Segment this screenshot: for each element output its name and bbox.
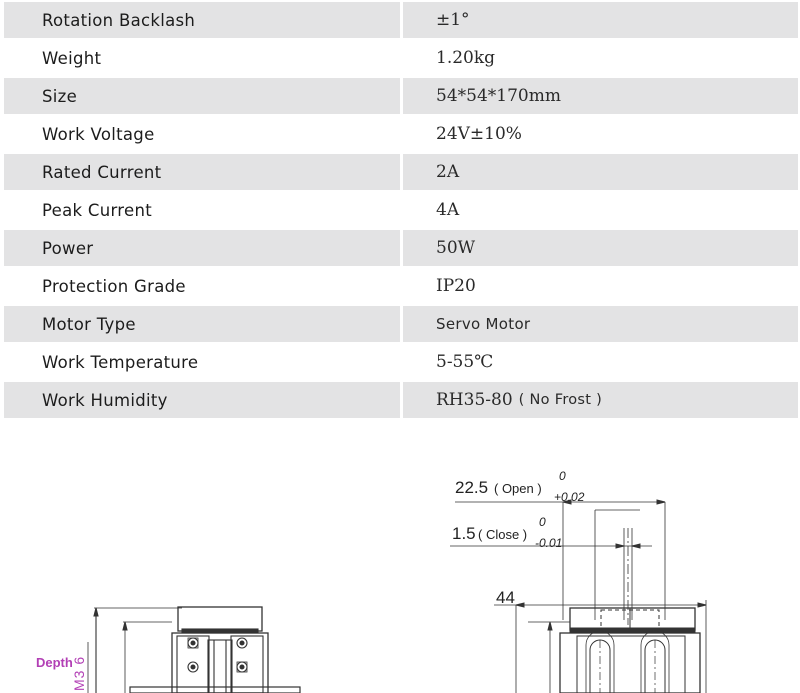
spec-value-text: 50W xyxy=(436,238,476,258)
spec-row: Motor Type Servo Motor xyxy=(4,306,798,342)
spec-value-text: 2A xyxy=(436,162,460,182)
spec-value: IP20 xyxy=(403,268,798,304)
spec-label: Protection Grade xyxy=(42,276,186,296)
spec-row: Work Humidity RH35-80 ( No Frost ) xyxy=(4,382,798,418)
cell-divider xyxy=(400,154,403,190)
spec-row: Rotation Backlash ±1° xyxy=(4,2,798,38)
spec-value: 5-55℃ xyxy=(403,344,798,380)
spec-row: Protection Grade IP20 xyxy=(4,268,798,304)
spec-value-text: 5-55℃ xyxy=(436,352,494,372)
right-view xyxy=(450,499,707,693)
spec-label: Work Temperature xyxy=(42,352,199,372)
spec-row: Weight 1.20kg xyxy=(4,40,798,76)
spec-value: 1.20kg xyxy=(403,40,798,76)
open-dim-tol-upper: 0 xyxy=(559,469,566,483)
spec-value-text: RH35-80 xyxy=(436,390,513,410)
depth-label: Depth xyxy=(36,655,73,670)
spec-label: Peak Current xyxy=(42,200,152,220)
spec-value: Servo Motor xyxy=(403,306,798,342)
spec-value-text: IP20 xyxy=(436,276,476,296)
thread-label: M3 6 xyxy=(71,656,87,691)
cell-divider xyxy=(400,192,403,228)
cell-divider xyxy=(400,306,403,342)
cell-divider xyxy=(400,2,403,38)
technical-drawing: Depth M3 6 xyxy=(36,469,707,693)
spec-value: 4A xyxy=(403,192,798,228)
open-dim-value: 22.5 xyxy=(455,478,488,497)
spec-value: RH35-80 ( No Frost ) xyxy=(403,382,798,418)
spec-value-text: 54*54*170mm xyxy=(436,86,561,106)
cell-divider xyxy=(400,344,403,380)
open-dim-note: ( Open ) xyxy=(494,481,542,496)
spec-label: Work Humidity xyxy=(42,390,168,410)
cell-divider xyxy=(400,268,403,304)
spec-label: Size xyxy=(42,86,78,106)
spec-value: ±1° xyxy=(403,2,798,38)
spec-label: Power xyxy=(42,238,94,258)
spec-row: Work Voltage 24V±10% xyxy=(4,116,798,152)
cell-divider xyxy=(400,116,403,152)
close-dim-tol-upper: 0 xyxy=(539,515,546,529)
cell-divider xyxy=(400,78,403,114)
spec-label: Rotation Backlash xyxy=(42,10,196,30)
spec-value: 2A xyxy=(403,154,798,190)
spec-value: 50W xyxy=(403,230,798,266)
spec-label: Work Voltage xyxy=(42,124,155,144)
cell-divider xyxy=(400,230,403,266)
close-dim-tol-lower: -0.01 xyxy=(535,536,562,550)
spec-row: Size 54*54*170mm xyxy=(4,78,798,114)
spec-value: 54*54*170mm xyxy=(403,78,798,114)
spec-label: Rated Current xyxy=(42,162,162,182)
spec-label: Motor Type xyxy=(42,314,136,334)
cell-divider xyxy=(400,40,403,76)
spec-value-text: 1.20kg xyxy=(436,48,496,68)
spec-value-text: Servo Motor xyxy=(436,315,531,333)
close-dim-value: 1.5 xyxy=(452,524,476,543)
spec-value-note: ( No Frost ) xyxy=(518,392,603,408)
left-view xyxy=(87,606,301,693)
open-dim-tol-lower: +0.02 xyxy=(554,490,585,504)
close-dim-note: ( Close ) xyxy=(478,527,527,542)
spec-row: Rated Current 2A xyxy=(4,154,798,190)
cell-divider xyxy=(400,382,403,418)
spec-row: Peak Current 4A xyxy=(4,192,798,228)
spec-row: Power 50W xyxy=(4,230,798,266)
spec-row: Work Temperature 5-55℃ xyxy=(4,344,798,380)
width-dim-value: 44 xyxy=(496,588,515,607)
spec-value: 24V±10% xyxy=(403,116,798,152)
spec-value-text: 24V±10% xyxy=(436,124,522,144)
spec-label: Weight xyxy=(42,48,102,68)
spec-value-text: ±1° xyxy=(436,10,470,30)
spec-value-text: 4A xyxy=(436,200,460,220)
